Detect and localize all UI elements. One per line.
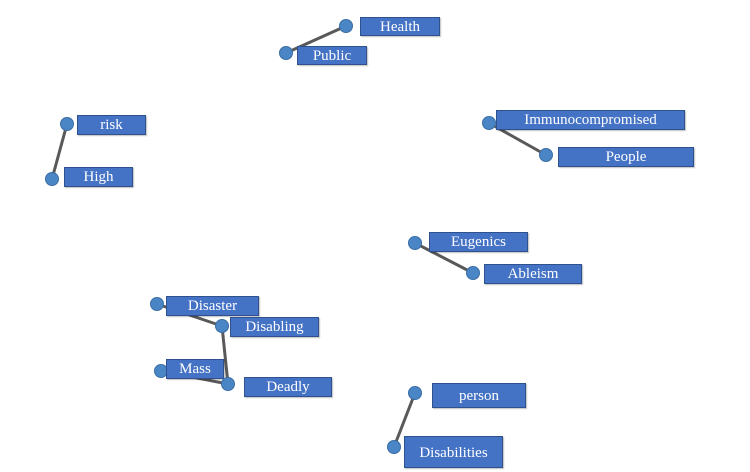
- link-risk-high: [50, 123, 69, 180]
- node-label-public: Public: [297, 46, 367, 65]
- node-label-person: person: [432, 383, 526, 408]
- node-dot-high: [45, 172, 59, 186]
- node-label-disaster: Disaster: [166, 296, 259, 316]
- node-label-ableism: Ableism: [484, 264, 582, 284]
- node-dot-public: [279, 46, 293, 60]
- node-dot-eugenics: [408, 236, 422, 250]
- node-label-mass: Mass: [166, 359, 224, 379]
- node-label-disabling: Disabling: [230, 317, 319, 337]
- node-dot-disaster: [150, 297, 164, 311]
- link-health-public: [285, 24, 347, 55]
- node-dot-disabling: [215, 319, 229, 333]
- node-dot-person: [408, 386, 422, 400]
- node-label-disabilities: Disabilities: [404, 436, 503, 468]
- node-label-health: Health: [360, 17, 440, 36]
- node-label-people: People: [558, 147, 694, 167]
- node-label-deadly: Deadly: [244, 377, 332, 397]
- node-dot-people: [539, 148, 553, 162]
- node-dot-disabilities: [387, 440, 401, 454]
- node-dot-risk: [60, 117, 74, 131]
- link-person-disabilities: [392, 392, 417, 448]
- node-dot-ableism: [466, 266, 480, 280]
- node-label-eugenics: Eugenics: [429, 232, 528, 252]
- node-label-high: High: [64, 167, 133, 187]
- node-dot-immunocompromised: [482, 116, 496, 130]
- link-eugenics-ableism: [414, 241, 474, 275]
- node-dot-deadly: [221, 377, 235, 391]
- node-dot-health: [339, 19, 353, 33]
- node-label-immunocompromised: Immunocompromised: [496, 110, 685, 130]
- link-disabling-deadly: [220, 325, 230, 385]
- node-label-risk: risk: [77, 115, 146, 135]
